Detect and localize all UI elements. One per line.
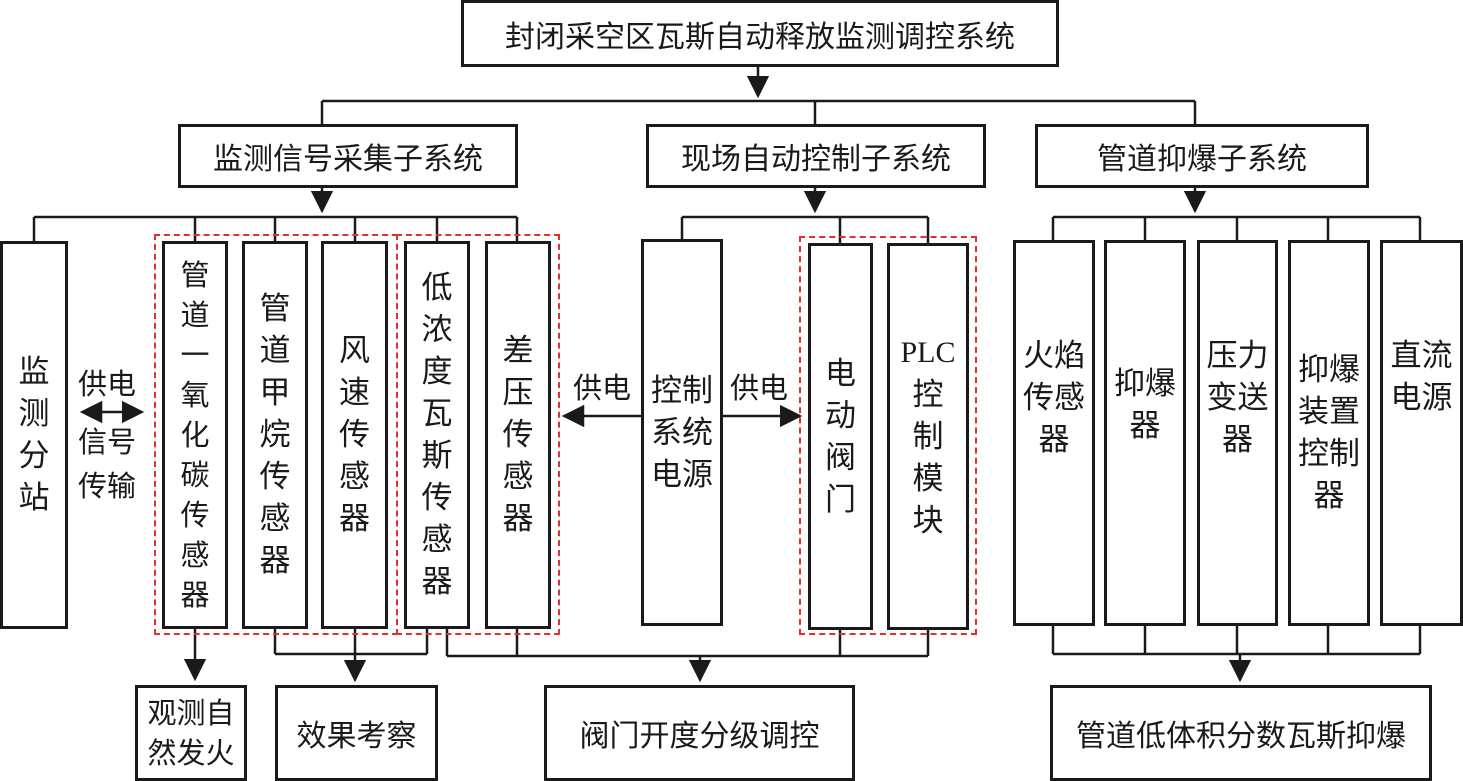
edge-label-transfer: 传输 (78, 469, 137, 503)
output-valve-grading-label: 阀门开度分级调控 (579, 719, 820, 754)
subsystem-monitor-label: 监测信号采集子系统 (213, 142, 483, 177)
edge-label-power-right: 供电 (730, 371, 789, 405)
ch4-sensor-box: 管道甲烷传感器 (242, 241, 308, 629)
control-power-box: 控制系统电源 (641, 239, 723, 626)
monitor-station-label: 监测分站 (18, 354, 50, 516)
output-observe-label: 观测自然发火 (147, 696, 235, 770)
plc-module-head: PLC (900, 335, 956, 369)
plc-module-tail: 控制模块 (912, 376, 944, 539)
highlight-group-actuator (799, 236, 977, 635)
system-title: 封闭采空区瓦斯自动释放监测调控系统 (505, 19, 1015, 55)
output-effect-box: 效果考察 (275, 685, 438, 781)
pressure-transmitter-label: 压力变送器 (1206, 338, 1269, 458)
output-valve-grading-box: 阀门开度分级调控 (544, 685, 855, 781)
monitor-station-box: 监测分站 (0, 241, 68, 629)
suppress-controller-box: 抑爆装置控制器 (1288, 240, 1370, 626)
edge-label-power-a: 供电 (78, 367, 137, 401)
output-low-gas-label: 管道低体积分数瓦斯抑爆 (1076, 719, 1406, 754)
flame-sensor-label: 火焰传感器 (1023, 338, 1085, 458)
dp-sensor-label: 差压传感器 (502, 333, 534, 537)
output-effect-label: 效果考察 (296, 719, 417, 754)
electric-valve-box: 电动阀门 (808, 243, 873, 630)
dp-sensor-box: 差压传感器 (485, 241, 551, 629)
subsystem-explosion-label: 管道抑爆子系统 (1097, 142, 1307, 177)
control-power-label: 控制系统电源 (651, 372, 713, 493)
dc-power-label: 直流电源 (1390, 338, 1453, 416)
wind-sensor-label: 风速传感器 (339, 333, 370, 537)
highlight-group-regulation (396, 234, 560, 635)
output-observe-box: 观测自然发火 (135, 685, 247, 781)
co-sensor-label: 管道一氧化碳传感器 (180, 258, 210, 612)
output-low-gas-box: 管道低体积分数瓦斯抑爆 (1050, 685, 1432, 781)
subsystem-control-label: 现场自动控制子系统 (681, 142, 951, 177)
edge-label-power-left: 供电 (573, 371, 632, 405)
lowgas-sensor-label: 低浓度瓦斯传感器 (421, 270, 453, 600)
ch4-sensor-label: 管道甲烷传感器 (259, 291, 291, 579)
wind-sensor-box: 风速传感器 (321, 241, 388, 629)
subsystem-monitor-box: 监测信号采集子系统 (178, 124, 518, 188)
suppressor-box: 抑爆器 (1104, 240, 1186, 626)
suppress-controller-label: 抑爆装置控制器 (1298, 352, 1360, 514)
electric-valve-label: 电动阀门 (825, 355, 856, 518)
subsystem-explosion-box: 管道抑爆子系统 (1035, 124, 1369, 188)
lowgas-sensor-box: 低浓度瓦斯传感器 (404, 241, 470, 629)
edge-label-signal: 信号 (78, 425, 137, 459)
co-sensor-box: 管道一氧化碳传感器 (162, 241, 228, 629)
suppressor-label: 抑爆器 (1114, 366, 1176, 444)
subsystem-control-box: 现场自动控制子系统 (646, 124, 986, 188)
plc-module-box: PLC 控制模块 (887, 243, 969, 630)
flame-sensor-box: 火焰传感器 (1013, 240, 1095, 626)
pressure-transmitter-box: 压力变送器 (1197, 240, 1278, 626)
dc-power-box: 直流电源 (1380, 240, 1463, 626)
system-title-box: 封闭采空区瓦斯自动释放监测调控系统 (461, 0, 1059, 67)
